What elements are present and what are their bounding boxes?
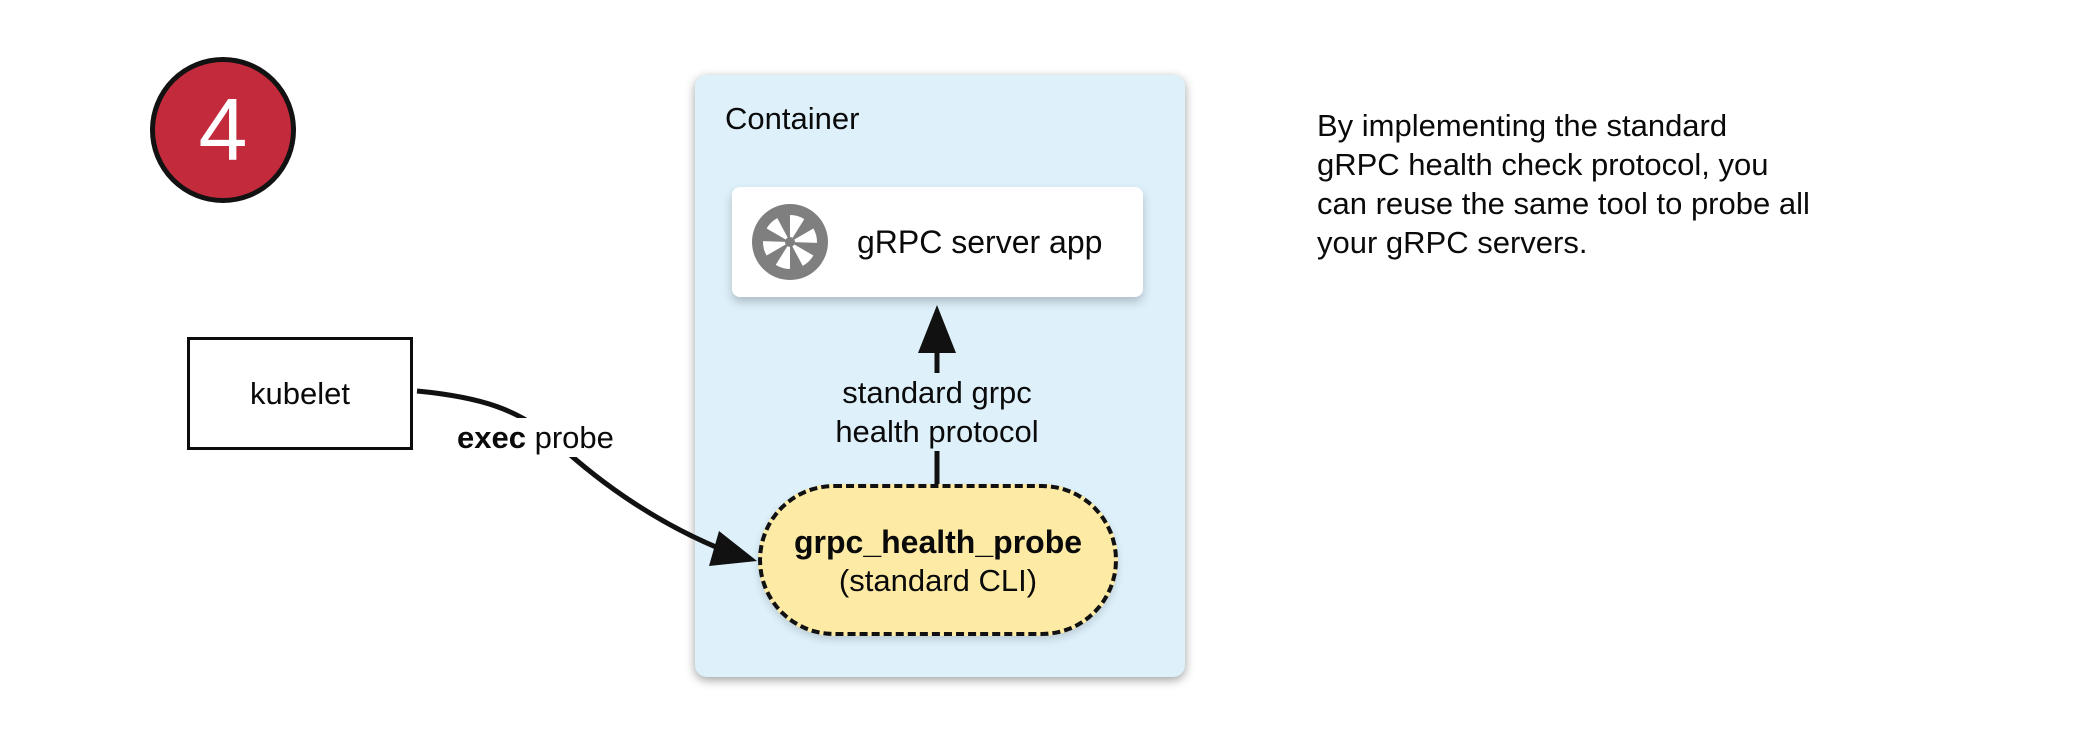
- note-line: By implementing the standard: [1317, 108, 1728, 143]
- grpc-health-probe-box: grpc_health_probe (standard CLI): [758, 484, 1118, 636]
- health-protocol-label-line2: health protocol: [835, 414, 1039, 449]
- exec-probe-label-rest: probe: [525, 420, 614, 455]
- kubelet-box: kubelet: [187, 337, 413, 450]
- note-text: By implementing the standard gRPC health…: [1317, 106, 1810, 262]
- health-protocol-label-line1: standard grpc: [842, 375, 1032, 410]
- note-line: can reuse the same tool to probe all: [1317, 186, 1810, 221]
- grpc-server-app-box: gRPC server app: [732, 187, 1143, 297]
- note-line: gRPC health check protocol, you: [1317, 147, 1769, 182]
- health-protocol-label: standard grpc health protocol: [807, 373, 1067, 451]
- container-title: Container: [725, 101, 860, 136]
- container-box: Container gRPC server app standard grpc …: [695, 75, 1185, 677]
- grpc-health-probe-subtitle: (standard CLI): [838, 562, 1038, 598]
- aperture-icon: [752, 204, 828, 280]
- grpc-health-probe-name: grpc_health_probe: [793, 523, 1083, 560]
- step-badge: 4: [150, 57, 296, 203]
- exec-probe-label-bold: exec: [457, 420, 526, 455]
- note-line: your gRPC servers.: [1317, 225, 1588, 260]
- step-number: 4: [198, 80, 248, 179]
- grpc-server-app-label: gRPC server app: [857, 223, 1103, 260]
- kubelet-label: kubelet: [250, 375, 350, 411]
- exec-probe-label: exec probe: [452, 418, 619, 457]
